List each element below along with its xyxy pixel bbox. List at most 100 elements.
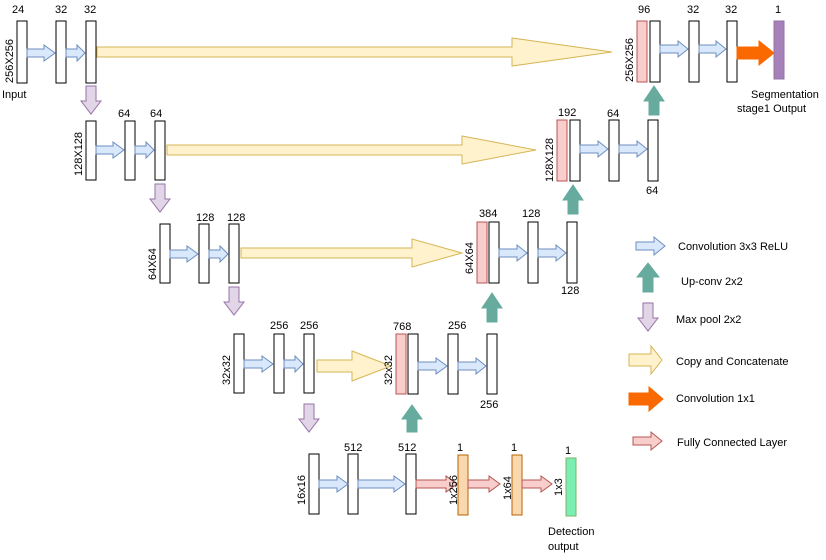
legend-maxpool-icon xyxy=(636,302,660,332)
channel-label-concat-level1: 96 xyxy=(638,4,650,16)
channel-label-enc3-a: 128 xyxy=(196,212,214,224)
fc-arrow-2 xyxy=(467,475,501,493)
channel-label-dec4-c: 256 xyxy=(480,399,498,411)
layer-enc3-in xyxy=(159,223,171,284)
conv-arrow-enc2-a xyxy=(95,141,125,159)
concat-level1 xyxy=(636,20,648,83)
legend-upconv-label: Up-conv 2x2 xyxy=(681,276,743,288)
channel-label-input: 24 xyxy=(12,4,24,16)
conv-arrow-enc3-b xyxy=(208,244,229,264)
legend-conv1x1-label: Convolution 1x1 xyxy=(676,393,755,405)
legend-copy-label: Copy and Concatenate xyxy=(676,356,789,368)
conv-arrow-enc3-a xyxy=(169,245,199,263)
copy-arrow-level2 xyxy=(166,135,537,165)
dim-label-level2-dec: 128X128 xyxy=(544,138,556,182)
channel-label-concat-level4: 768 xyxy=(393,321,411,333)
channel-label-dec2-b: 64 xyxy=(607,108,619,120)
copy-arrow-level4 xyxy=(316,350,393,382)
legend: Convolution 3x3 ReLU Up-conv 2x2 Max poo… xyxy=(628,235,789,452)
copy-arrow-level1 xyxy=(96,37,613,67)
layer-dec1-b xyxy=(688,20,700,83)
layer-dec4-c xyxy=(486,333,498,395)
dim-label-1x64: 1x64 xyxy=(502,476,514,500)
conv-arrow-enc1-b xyxy=(65,43,86,63)
detection-output-label-line2: output xyxy=(548,541,579,553)
concat-level2 xyxy=(556,119,568,182)
maxpool-arrow-4 xyxy=(297,403,321,433)
channel-label-dec3-b: 128 xyxy=(522,208,540,220)
channel-label-detection: 1 xyxy=(565,445,571,457)
channel-label-dec1-c: 32 xyxy=(725,4,737,16)
channel-label-enc4-a: 256 xyxy=(270,320,288,332)
maxpool-arrow-3 xyxy=(222,286,246,316)
layer-dec1-c xyxy=(726,20,738,83)
channel-label-bottleneck-a: 512 xyxy=(344,442,362,454)
layer-dec4-a xyxy=(407,333,419,395)
channel-label-dec4-b: 256 xyxy=(448,320,466,332)
concat-level3 xyxy=(476,221,488,284)
channel-label-dec3-c: 128 xyxy=(561,285,579,297)
layer-enc2-a xyxy=(124,120,136,181)
legend-conv1x1-icon xyxy=(628,385,664,413)
segmentation-output-label-line1: Segmentation xyxy=(751,89,819,101)
layer-enc2-in xyxy=(85,120,97,181)
detection-output-layer xyxy=(565,457,577,517)
concat-level4 xyxy=(395,333,407,395)
upconv-arrow-2 xyxy=(562,184,584,215)
maxpool-arrow-2 xyxy=(148,183,172,213)
conv-arrow-dec1-b xyxy=(698,39,727,59)
layer-dec3-a xyxy=(488,221,500,284)
channel-label-bottleneck-b: 512 xyxy=(398,442,416,454)
dim-label-level5: 16x16 xyxy=(296,475,308,505)
channel-label-dense-1x256: 1 xyxy=(457,442,463,454)
upconv-arrow-3 xyxy=(481,292,503,323)
channel-label-enc4-b: 256 xyxy=(300,320,318,332)
segmentation-output-label-line2: stage1 Output xyxy=(737,103,806,115)
layer-enc2-b xyxy=(154,120,166,181)
layer-dec2-b xyxy=(608,119,620,182)
conv-arrow-dec4-b xyxy=(457,356,487,376)
legend-fc-icon xyxy=(632,430,663,452)
dim-label-level4-dec: 32x32 xyxy=(383,355,395,385)
layer-enc1-a xyxy=(55,20,67,84)
maxpool-arrow-1 xyxy=(79,85,103,115)
conv-arrow-bottleneck-b xyxy=(357,475,406,493)
dim-label-level1-dec: 256X256 xyxy=(624,38,636,82)
layer-enc4-b xyxy=(303,333,315,394)
dim-label-level1-enc: 256X256 xyxy=(4,39,16,83)
layer-dec3-c xyxy=(566,221,578,284)
legend-maxpool-label: Max pool 2x2 xyxy=(676,314,741,326)
channel-label-enc3-b: 128 xyxy=(227,212,245,224)
conv-arrow-dec4-a xyxy=(417,357,448,375)
upconv-arrow-4 xyxy=(401,404,423,433)
dim-label-level3-dec: 64X64 xyxy=(464,242,476,274)
layer-dec2-a xyxy=(569,119,581,182)
channel-label-enc2-b: 64 xyxy=(150,108,162,120)
conv-arrow-enc4-a xyxy=(243,355,274,373)
conv-arrow-enc4-b xyxy=(283,354,304,374)
conv1x1-arrow xyxy=(736,39,775,67)
conv-arrow-dec1-a xyxy=(659,39,689,59)
layer-dec1-a xyxy=(649,20,661,83)
layer-enc4-a xyxy=(273,333,285,394)
channel-label-dense-1x64: 1 xyxy=(511,442,517,454)
layer-bottleneck-b xyxy=(405,453,417,515)
legend-fc-label: Fully Connected Layer xyxy=(677,437,787,449)
layer-input xyxy=(16,20,28,84)
channel-label-enc1-a: 32 xyxy=(55,4,67,16)
conv-arrow-dec2-a xyxy=(579,139,609,159)
channel-label-enc2-a: 64 xyxy=(118,108,130,120)
conv-arrow-enc2-b xyxy=(134,140,155,160)
channel-label-enc1-b: 32 xyxy=(84,4,96,16)
dim-label-level4-enc: 32x32 xyxy=(221,355,233,385)
conv-arrow-dec3-b xyxy=(537,243,567,263)
copy-arrow-level3 xyxy=(240,238,464,268)
layer-bottleneck-a xyxy=(347,453,359,515)
dim-label-1x3: 1x3 xyxy=(553,478,565,496)
layer-enc3-a xyxy=(198,223,210,284)
legend-upconv-icon xyxy=(635,262,661,293)
channel-label-segmentation: 1 xyxy=(775,4,781,16)
layer-enc3-b xyxy=(228,223,240,284)
